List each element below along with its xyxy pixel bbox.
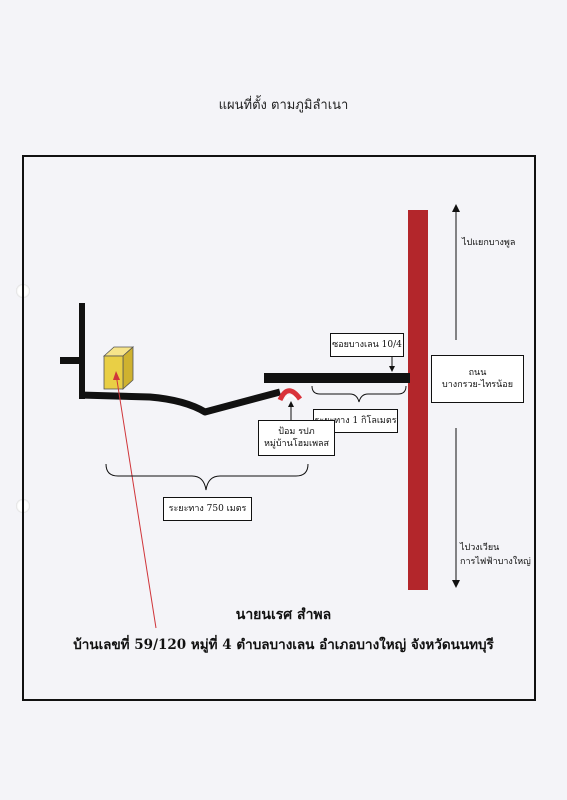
address-pointer-head (113, 371, 120, 380)
direction-south-label: ไปวงเวียน การไฟฟ้าบางใหญ่ (460, 541, 531, 570)
road-name-box: ถนน บางกรวย-ไทรน้อย (431, 355, 524, 403)
direction-south-line2: การไฟฟ้าบางใหญ่ (460, 557, 531, 568)
address-pointer (115, 373, 157, 629)
distance-750m-label: ระยะทาง 750 เมตร (163, 497, 252, 521)
distance-1km-text: ระยะทาง 1 กิโลเมตร (314, 415, 397, 426)
house-icon (102, 346, 135, 390)
owner-name: นายนเรศ สำพล (235, 607, 332, 623)
map-frame (22, 155, 536, 701)
landmark-box: ป้อม รปภ หมู่บ้านโฮมเพลส (258, 420, 335, 456)
village-road (79, 388, 281, 416)
direction-north-label: ไปแยกบางพูล (462, 238, 516, 248)
soi-label-arrowhead (389, 366, 395, 372)
soi-label-text: ซอยบางเลน 10/4 (332, 339, 402, 350)
arrow-down-icon (452, 428, 460, 588)
soi-label: ซอยบางเลน 10/4 (330, 333, 404, 357)
distance-750m-text: ระยะทาง 750 เมตร (168, 503, 247, 514)
brace-750m (105, 463, 309, 491)
village-road-vertical (79, 303, 85, 399)
main-road (408, 210, 428, 590)
road-name-line1: ถนน (468, 367, 487, 378)
brace-1km (311, 385, 407, 403)
road-name-line2: บางกรวย-ไทรน้อย (442, 380, 513, 390)
landmark-line1: ป้อม รปภ (278, 426, 315, 437)
arrow-up-icon (452, 204, 460, 340)
soi-road (264, 373, 410, 383)
village-road-spur (60, 357, 85, 364)
landmark-line2: หมู่บ้านโฮมเพลส (263, 439, 330, 449)
address-line: บ้านเลขที่ 59/120 หมู่ที่ 4 ตำบลบางเลน อ… (73, 637, 494, 653)
guard-post-arrowhead (288, 401, 294, 407)
guard-post-icon (277, 388, 303, 402)
page-title: แผนที่ตั้ง ตามภูมิลำเนา (218, 98, 349, 113)
direction-south-line1: ไปวงเวียน (460, 543, 500, 553)
